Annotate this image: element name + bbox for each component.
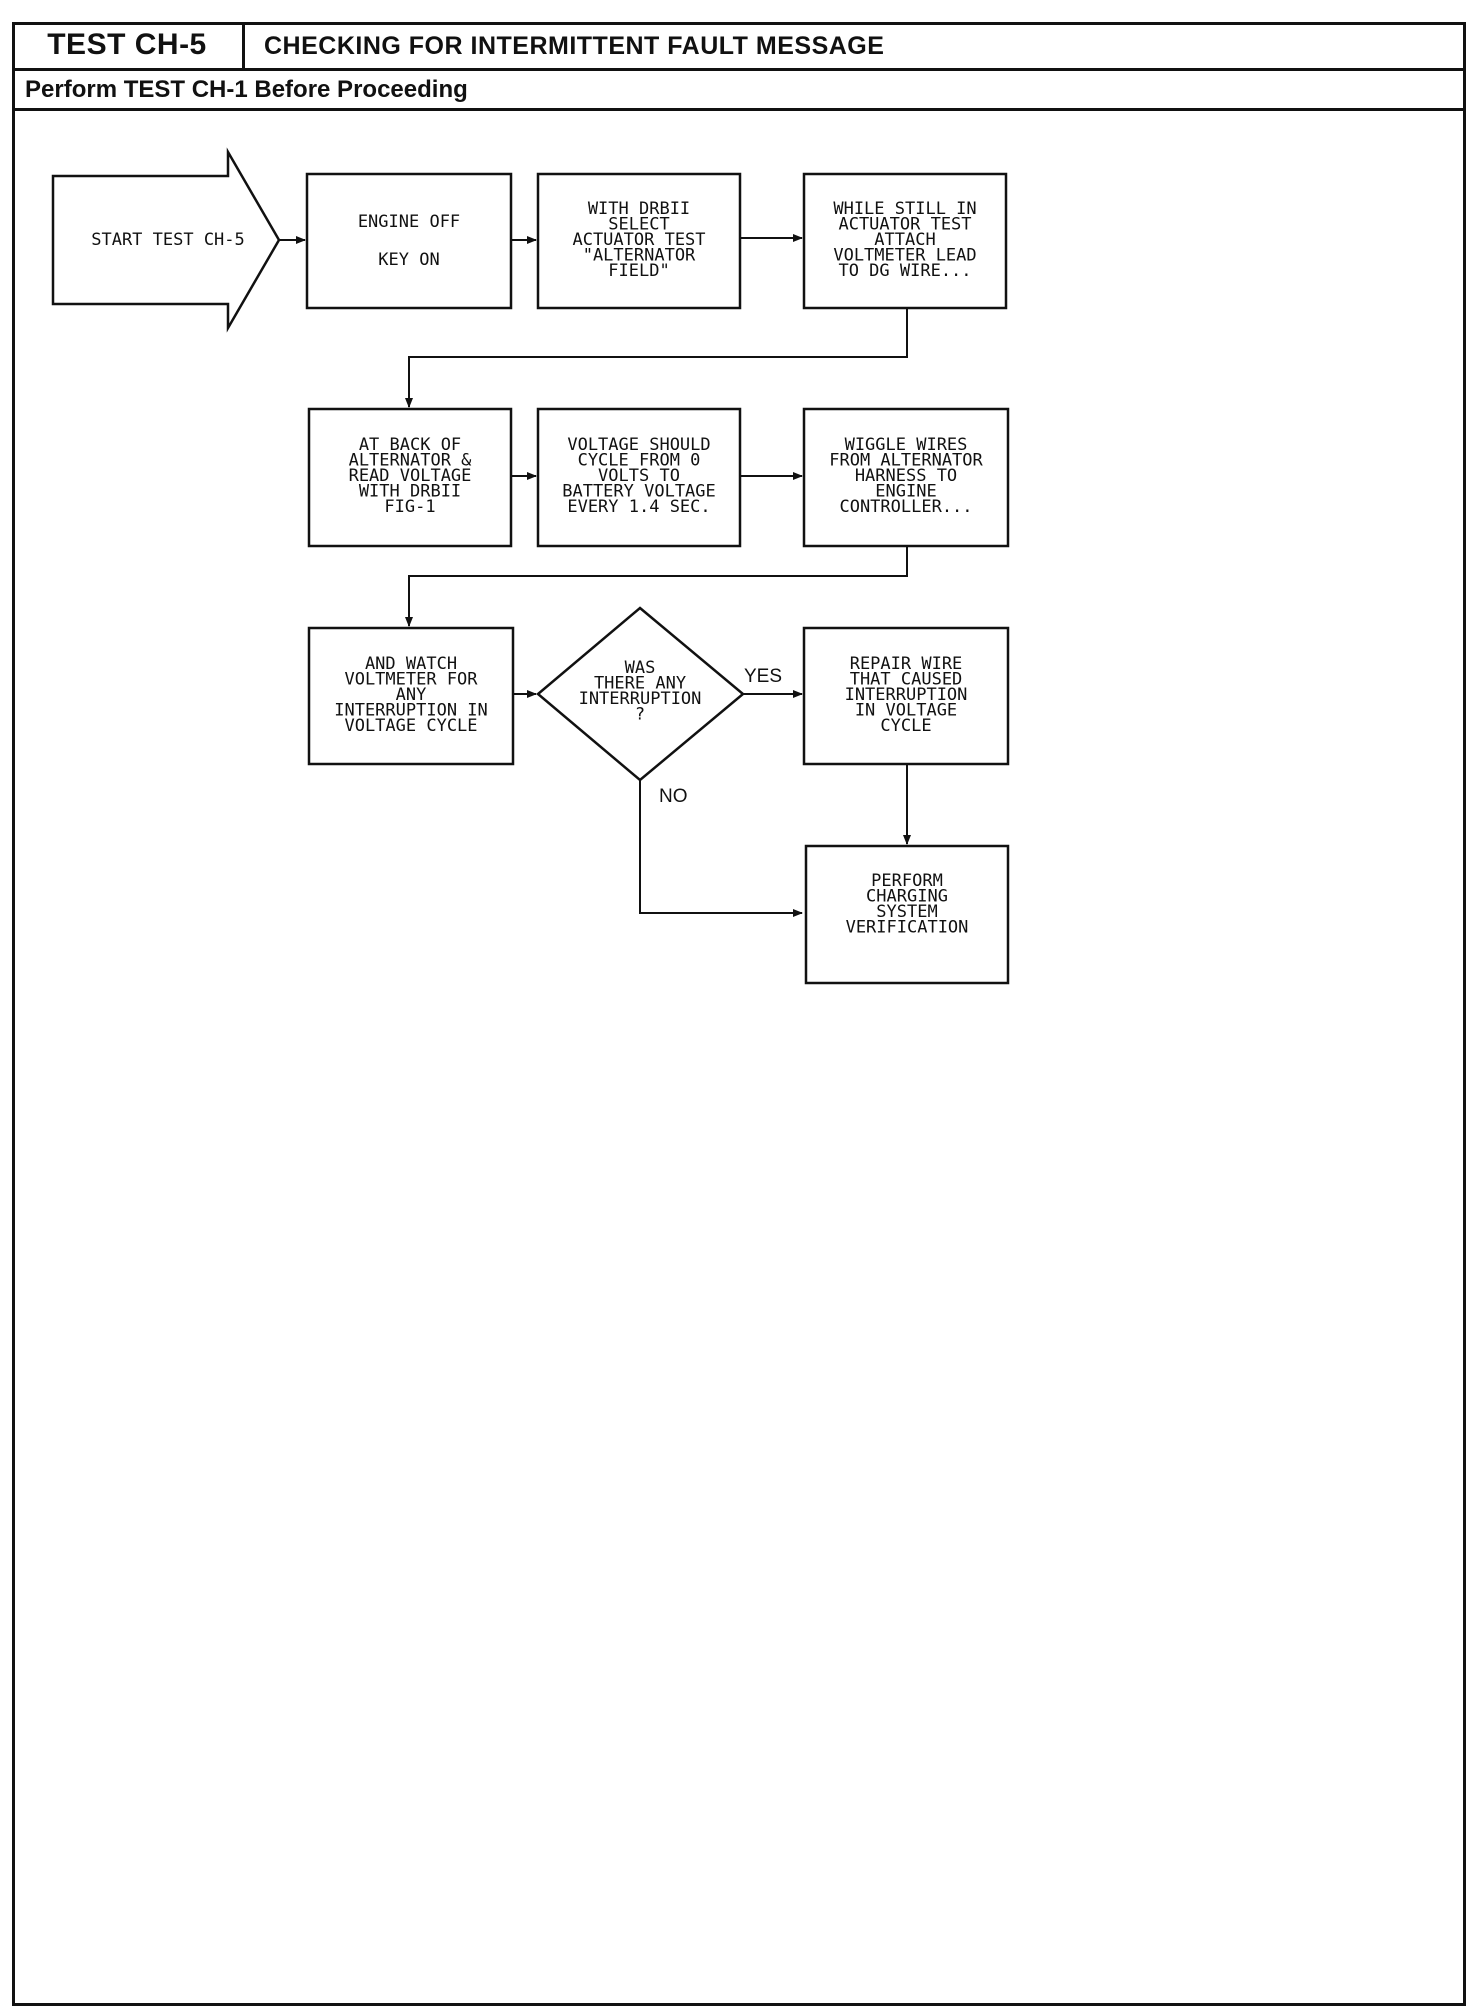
label-line: WAS bbox=[625, 658, 656, 678]
label-line: ALTERNATOR & bbox=[349, 451, 473, 471]
label-line: CONTROLLER... bbox=[839, 497, 972, 517]
label-line: VOLTMETER LEAD bbox=[833, 246, 976, 266]
header-row: TEST CH-5 CHECKING FOR INTERMITTENT FAUL… bbox=[12, 22, 1466, 71]
label-line: KEY ON bbox=[378, 250, 439, 270]
decision-no-label: NO bbox=[659, 786, 688, 807]
label-line: SYSTEM bbox=[876, 902, 937, 922]
step-select-actuator-test-box bbox=[536, 172, 742, 310]
start-arrow-shape bbox=[51, 147, 281, 333]
step-engine-off-box bbox=[305, 172, 513, 310]
label-line: ACTUATOR TEST bbox=[572, 230, 705, 250]
prerequisite-note: Perform TEST CH-1 Before Proceeding bbox=[25, 76, 468, 103]
label-line: EVERY 1.4 SEC. bbox=[567, 497, 710, 517]
label-line: HARNESS TO bbox=[855, 466, 957, 486]
label-line: THAT CAUSED bbox=[850, 670, 963, 690]
label-line: CHARGING bbox=[866, 886, 948, 906]
decision-yes-label: YES bbox=[744, 666, 782, 687]
label-line: FIELD" bbox=[608, 261, 669, 281]
step-engine-off-text: ENGINE OFF KEY ON bbox=[358, 212, 460, 270]
label-line: CYCLE bbox=[880, 716, 931, 736]
outcome-verification-box bbox=[804, 844, 1010, 985]
label-line: TO DG WIRE... bbox=[838, 261, 971, 281]
step-watch-voltmeter-box bbox=[307, 626, 515, 766]
label-line: "ALTERNATOR bbox=[583, 246, 696, 266]
connector-wiggle-wires-to-watch-voltmeter bbox=[405, 547, 908, 627]
label-line: INTERRUPTION IN bbox=[334, 701, 488, 721]
flowchart-labels: START TEST CH-5 ENGINE OFF KEY ON WITH DR… bbox=[91, 199, 983, 937]
label-line: VOLTAGE CYCLE bbox=[344, 716, 477, 736]
label-line: VOLTMETER FOR bbox=[344, 670, 478, 690]
connector-decision-no-to-verification bbox=[639, 780, 803, 917]
label-line: PERFORM bbox=[871, 871, 943, 891]
label-line: WIGGLE WIRES bbox=[845, 435, 968, 455]
label-line: WITH DRBII bbox=[588, 199, 690, 219]
label-line: VOLTAGE SHOULD bbox=[567, 435, 710, 455]
label-line: VERIFICATION bbox=[846, 917, 969, 937]
label-line: VOLTS TO bbox=[598, 466, 680, 486]
label-line: ENGINE OFF bbox=[358, 212, 460, 232]
label-line: ANY bbox=[396, 685, 427, 705]
subheader-row: Perform TEST CH-1 Before Proceeding bbox=[12, 71, 1466, 111]
label-line: WITH DRBII bbox=[359, 482, 461, 502]
outcome-repair-wire-box bbox=[802, 626, 1010, 766]
decision-diamond bbox=[536, 606, 745, 782]
label-line: FROM ALTERNATOR bbox=[829, 451, 983, 471]
label-line: THERE ANY bbox=[594, 673, 686, 693]
connector-attach-lead-to-back-of-alternator bbox=[405, 309, 908, 408]
label-line: CYCLE FROM 0 bbox=[578, 451, 701, 471]
step-read-voltage-box bbox=[307, 407, 513, 548]
label-line: IN VOLTAGE bbox=[855, 701, 957, 721]
label-line: AT BACK OF bbox=[359, 435, 461, 455]
label-line: INTERRUPTION bbox=[579, 689, 702, 709]
step-voltage-cycle-box bbox=[536, 407, 742, 548]
step-wiggle-wires-box bbox=[802, 407, 1010, 548]
connectors bbox=[280, 234, 911, 917]
label-line: ACTUATOR TEST bbox=[838, 215, 971, 235]
label-line: BATTERY VOLTAGE bbox=[562, 482, 716, 502]
start-label: START TEST CH-5 bbox=[91, 230, 245, 250]
label-line: FIG-1 bbox=[384, 497, 435, 517]
label-line: WHILE STILL IN bbox=[833, 199, 976, 219]
label-line: START TEST CH-5 bbox=[91, 230, 245, 250]
label-line: SELECT bbox=[608, 215, 669, 235]
label-line: INTERRUPTION bbox=[845, 685, 968, 705]
label-line: ENGINE bbox=[875, 482, 936, 502]
label-line: READ VOLTAGE bbox=[349, 466, 472, 486]
step-attach-voltmeter-box bbox=[802, 172, 1008, 310]
test-id-label: TEST CH-5 bbox=[12, 22, 245, 68]
test-title: CHECKING FOR INTERMITTENT FAULT MESSAGE bbox=[264, 32, 885, 60]
label-line: REPAIR WIRE bbox=[850, 654, 963, 674]
label-line: ATTACH bbox=[874, 230, 935, 250]
label-line: ? bbox=[635, 704, 645, 724]
page-border bbox=[12, 22, 1466, 2006]
label-line: AND WATCH bbox=[365, 654, 457, 674]
